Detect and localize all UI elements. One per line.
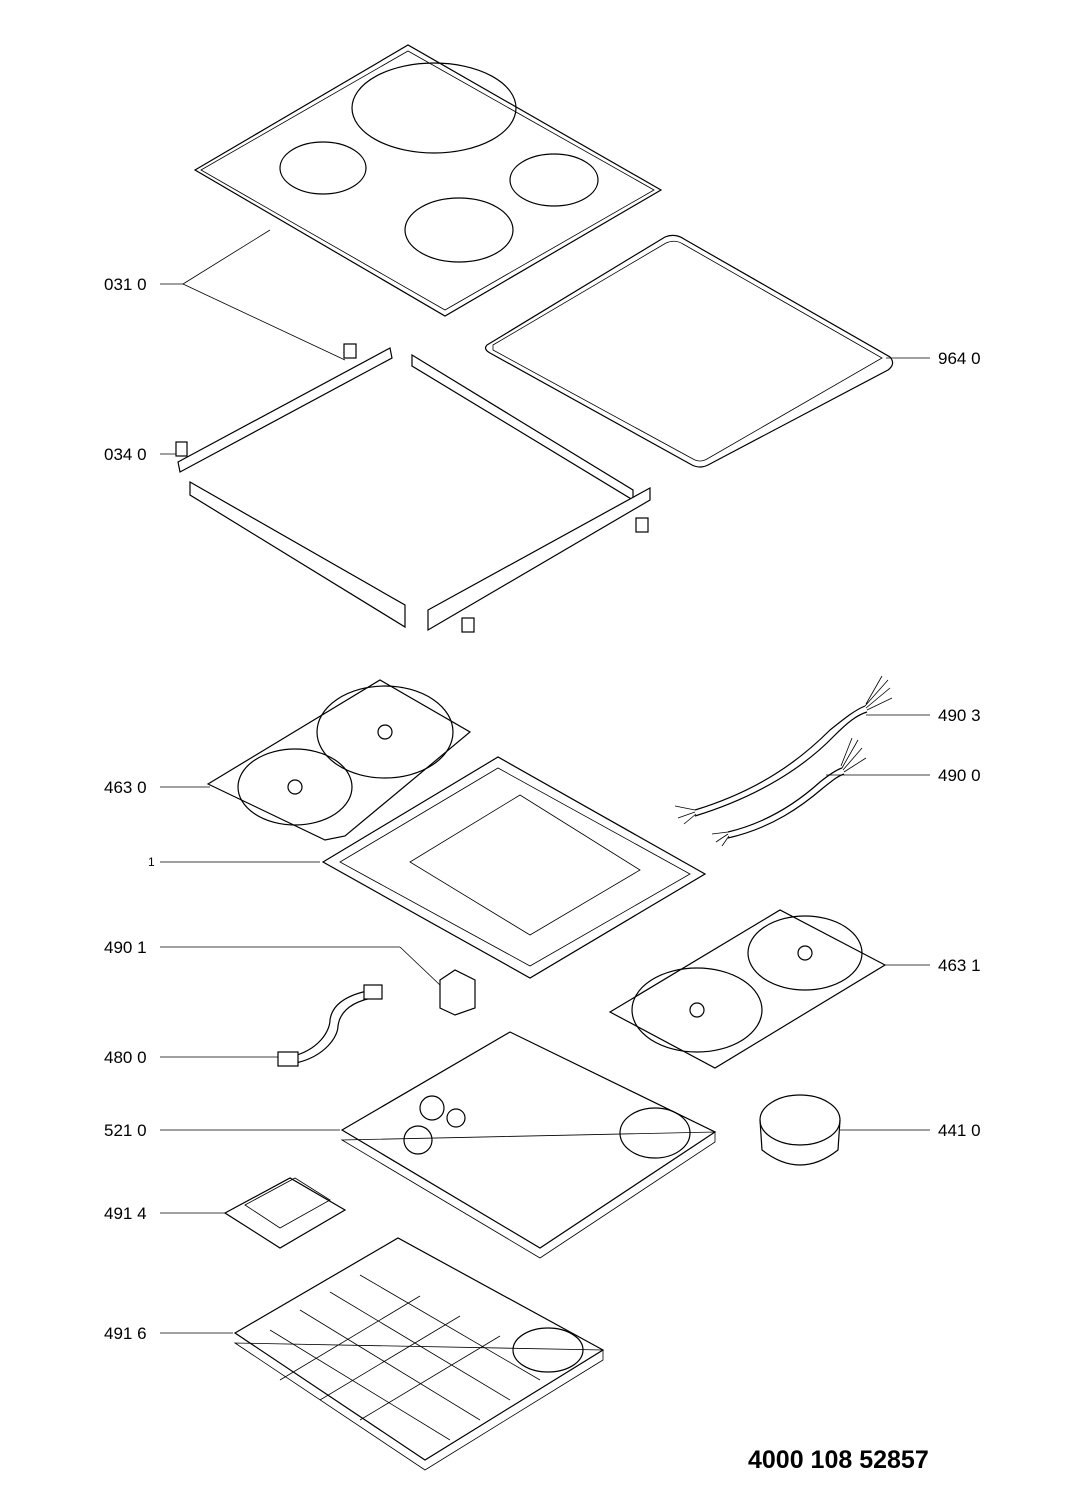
chassis-frame [321, 756, 707, 979]
seal-gasket [484, 234, 894, 468]
frame-rails [175, 343, 651, 633]
coil-plate-right [608, 909, 887, 1069]
cooling-fan [759, 1094, 841, 1166]
filter-grid [223, 1177, 347, 1249]
label-521-0: 521 0 [104, 1121, 147, 1140]
label-441-0: 441 0 [938, 1121, 981, 1140]
glass-cooktop [193, 44, 663, 317]
coil-plate-left [206, 679, 472, 841]
bottom-housing [233, 1237, 605, 1471]
label-490-1: 490 1 [104, 938, 147, 957]
electronics-housing [340, 1031, 717, 1259]
label-490-3: 490 3 [938, 706, 981, 725]
label-480-0: 480 0 [104, 1048, 147, 1067]
label-031-0: 031 0 [104, 275, 147, 294]
label-1: 1 [148, 855, 155, 869]
label-463-0: 463 0 [104, 778, 147, 797]
label-491-6: 491 6 [104, 1324, 147, 1343]
label-964-0: 964 0 [938, 349, 981, 368]
label-491-4: 491 4 [104, 1204, 147, 1223]
ribbon-cable [277, 984, 383, 1067]
label-463-1: 463 1 [938, 956, 981, 975]
label-490-0: 490 0 [938, 766, 981, 785]
connector-bracket [439, 969, 476, 1016]
power-cables [674, 675, 893, 847]
leader-lines [160, 229, 930, 1334]
document-number: 4000 108 52857 [748, 1446, 929, 1474]
label-034-0: 034 0 [104, 445, 147, 464]
